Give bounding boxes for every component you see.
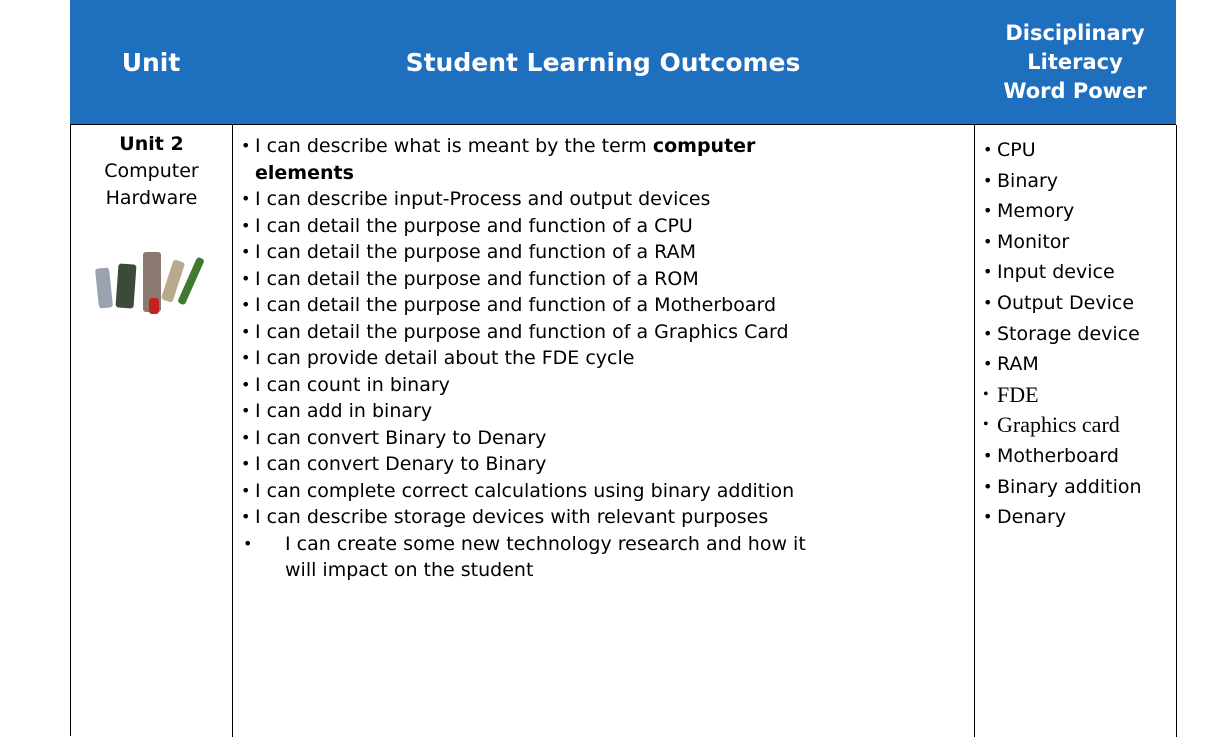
word-item: Output Device (983, 288, 1173, 319)
list-item-line2: will impact on the student (285, 559, 534, 581)
header-literacy-line3: Word Power (1003, 78, 1147, 103)
word-item: Binary (983, 166, 1173, 197)
header-unit: Unit (70, 0, 232, 124)
list-item: I can describe what is meant by the term… (241, 133, 973, 160)
list-item: I can detail the purpose and function of… (241, 266, 973, 293)
outcomes-list: I can describe what is meant by the term… (241, 133, 973, 584)
list-item-continuation: elements (255, 161, 354, 184)
header-literacy: Disciplinary Literacy Word Power (974, 0, 1176, 124)
column-divider (1176, 125, 1177, 737)
list-item: I can add in binary (241, 398, 973, 425)
list-item: I can provide detail about the FDE cycle (241, 345, 973, 372)
list-item: I can describe storage devices with rele… (241, 504, 973, 531)
word-item: Monitor (983, 227, 1173, 258)
list-item: I can detail the purpose and function of… (241, 213, 973, 240)
list-item: I can detail the purpose and function of… (241, 292, 973, 319)
header-outcomes: Student Learning Outcomes (232, 0, 974, 124)
unit-number: Unit 2 (119, 133, 184, 155)
header-literacy-line1: Disciplinary (1005, 20, 1145, 45)
list-item-line1: I can create some new technology researc… (285, 532, 806, 555)
table-header: Unit Student Learning Outcomes Disciplin… (70, 0, 1176, 124)
header-literacy-line2: Literacy (1027, 49, 1123, 74)
unit-title-line1: Computer (104, 160, 199, 182)
table-body-row: Unit 2 Computer Hardware I can describe … (70, 124, 1177, 737)
list-item: I can convert Denary to Binary (241, 451, 973, 478)
hardware-components-image (94, 248, 207, 318)
outcomes-table: Unit Student Learning Outcomes Disciplin… (70, 0, 1177, 737)
list-item: I can detail the purpose and function of… (241, 319, 973, 346)
list-item: I can complete correct calculations usin… (241, 478, 973, 505)
list-item: I can describe input-Process and output … (241, 186, 973, 213)
word-item: Motherboard (983, 441, 1173, 472)
word-item: Memory (983, 196, 1173, 227)
column-divider (232, 125, 233, 737)
list-item: I can detail the purpose and function of… (241, 239, 973, 266)
list-item: I can create some new technology researc… (243, 531, 973, 584)
unit-title-line2: Hardware (105, 187, 198, 209)
word-item: FDE (983, 380, 1173, 411)
column-divider (974, 125, 975, 737)
word-item: Graphics card (983, 410, 1173, 441)
word-item: Storage device (983, 319, 1173, 350)
word-item: RAM (983, 349, 1173, 380)
unit-cell: Unit 2 Computer Hardware (71, 125, 232, 318)
list-item: I can convert Binary to Denary (241, 425, 973, 452)
word-power-list: CPU Binary Memory Monitor Input device O… (983, 135, 1173, 533)
word-item: Denary (983, 502, 1173, 533)
word-item: CPU (983, 135, 1173, 166)
word-item: Binary addition (983, 472, 1173, 503)
list-item: I can count in binary (241, 372, 973, 399)
word-item: Input device (983, 257, 1173, 288)
